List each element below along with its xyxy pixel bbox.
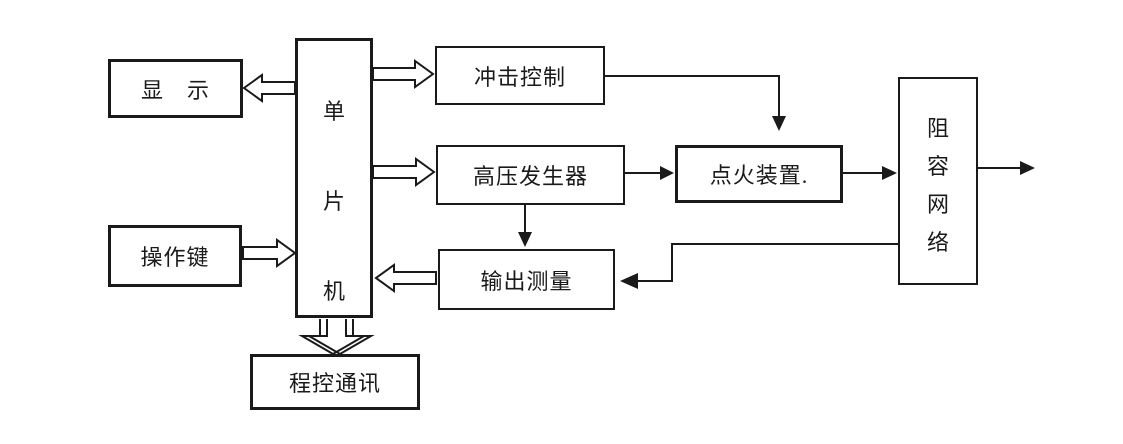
node-program-comm: 程控通讯 — [250, 354, 420, 410]
node-impact-control: 冲击控制 — [435, 46, 605, 105]
arrow-output-measure-to-mcu — [374, 263, 437, 293]
arrow-mcu-to-display — [242, 73, 296, 103]
edge-hv-generator-to-ignition — [625, 166, 674, 180]
node-operation-keys: 操作键 — [108, 225, 242, 287]
node-program-comm-label: 程控通讯 — [288, 371, 381, 396]
node-rc-network-label: 阻容网络 — [926, 116, 949, 255]
node-ignition-device: 点火装置. — [675, 145, 843, 203]
node-mcu-label: 单片机 — [322, 99, 345, 304]
edge-hv-generator-to-output-measure — [518, 205, 532, 247]
node-output-measure-label: 输出测量 — [480, 268, 573, 294]
node-display-label: 显 示 — [140, 77, 210, 103]
node-operation-keys-label: 操作键 — [140, 245, 210, 270]
arrow-mcu-to-hv-generator — [372, 157, 436, 187]
node-output-measure: 输出测量 — [438, 249, 615, 310]
node-impact-control-label: 冲击控制 — [473, 64, 566, 90]
edge-ignition-to-rc-network — [843, 166, 897, 180]
node-hv-generator-label: 高压发生器 — [472, 164, 588, 189]
arrow-keys-to-mcu — [242, 238, 297, 268]
node-ignition-device-label: 点火装置. — [709, 163, 809, 188]
node-display: 显 示 — [108, 59, 243, 118]
node-rc-network: 阻容网络 — [898, 77, 978, 285]
edge-impact-control-to-ignition — [605, 75, 786, 131]
node-hv-generator: 高压发生器 — [436, 145, 625, 205]
edge-rc-network-to-external-output — [978, 161, 1035, 175]
node-mcu: 单片机 — [295, 38, 373, 318]
arrow-mcu-to-impact-control — [372, 59, 435, 89]
edge-rc-network-to-output-measure — [620, 243, 898, 289]
